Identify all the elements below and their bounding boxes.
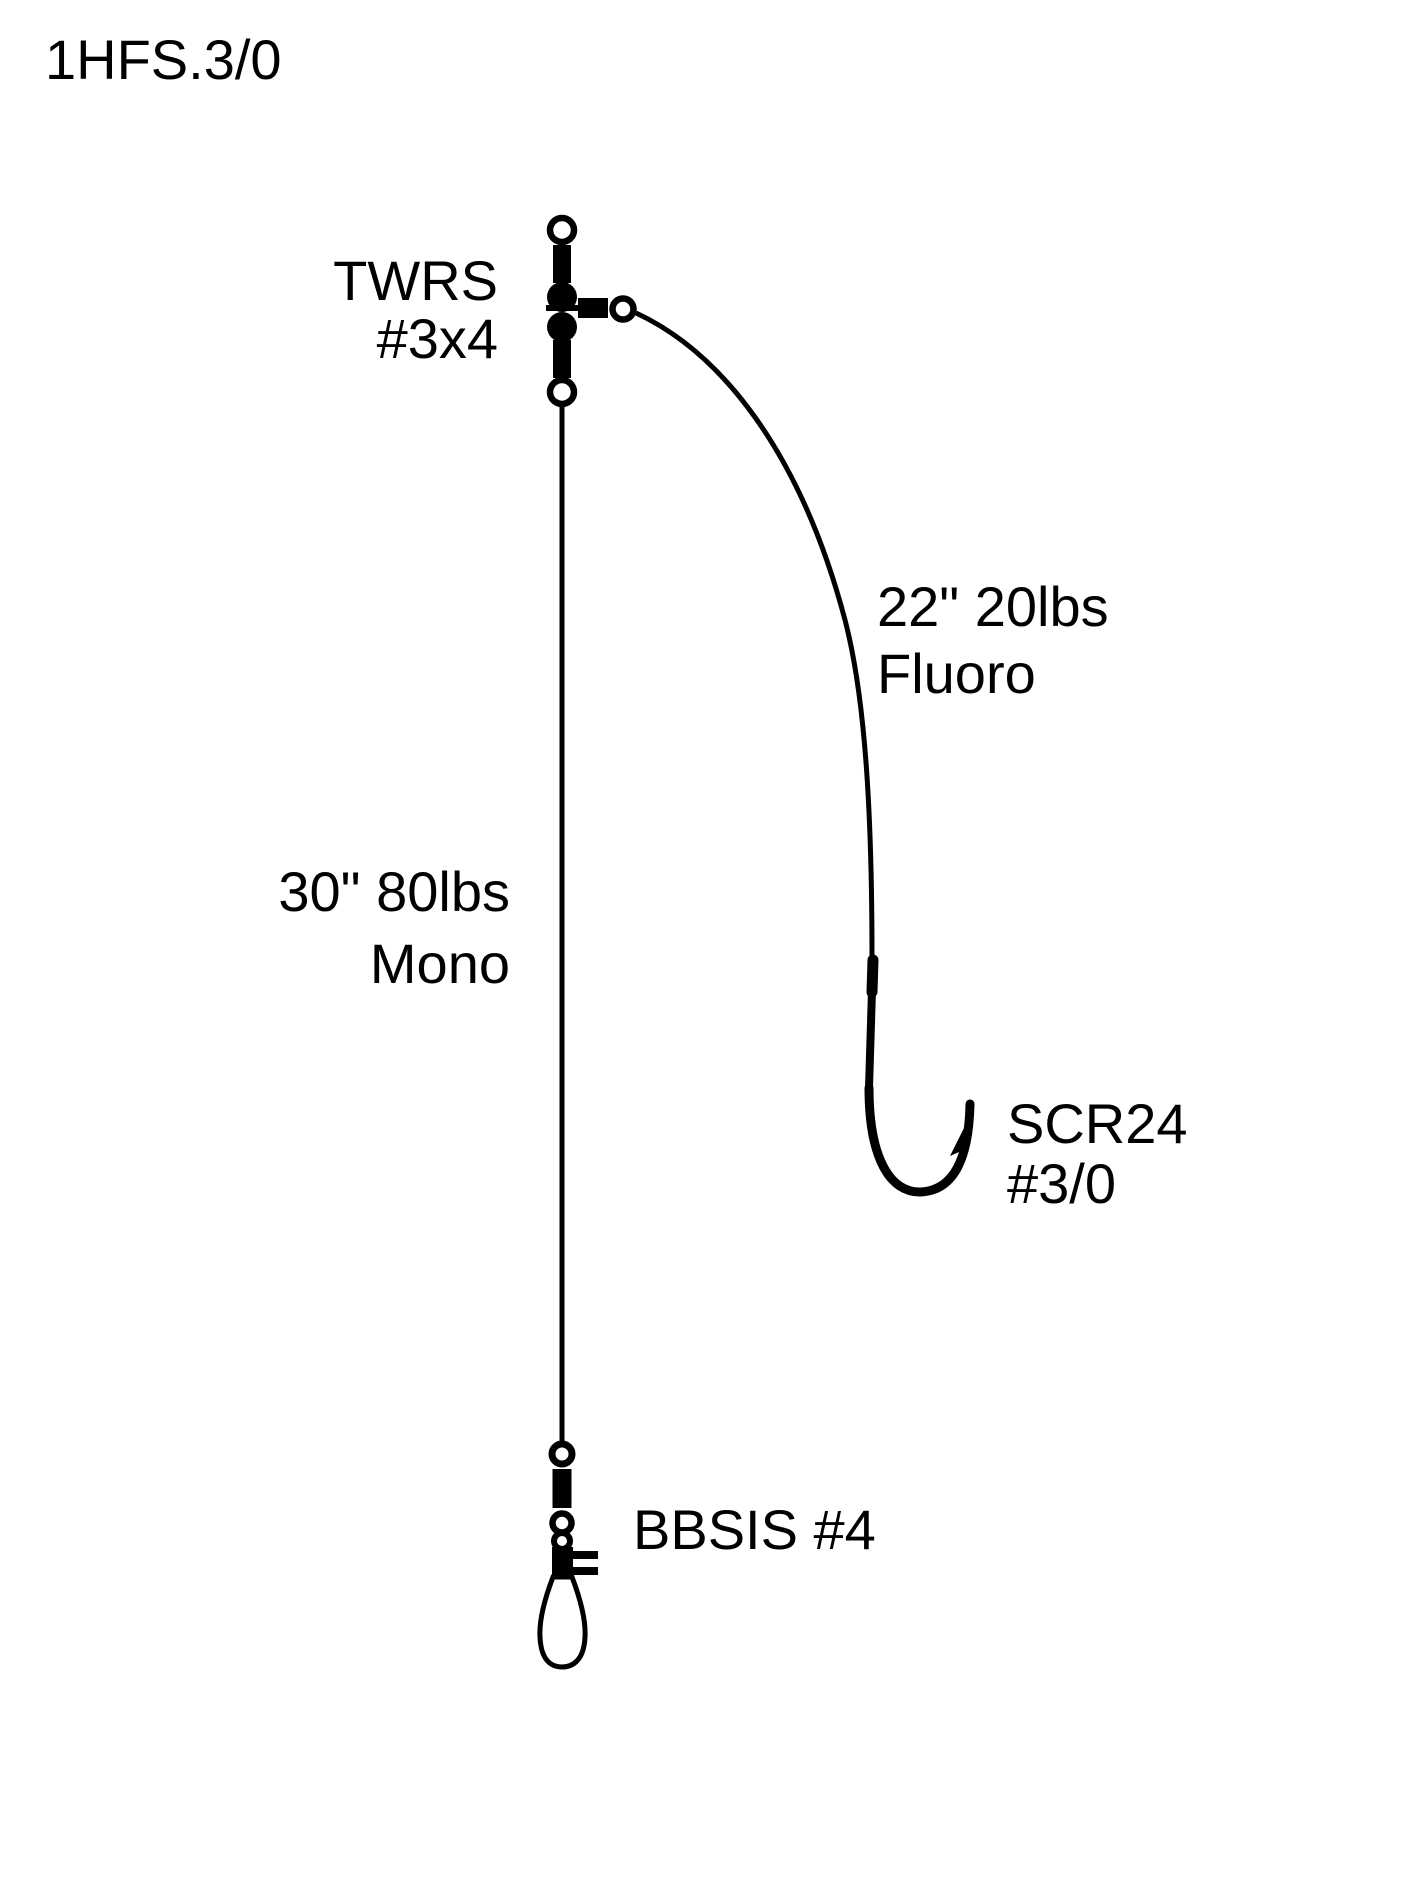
snap-clasp-upper-prong-icon <box>573 1551 598 1559</box>
swivel-arm-barrel-icon <box>578 298 608 318</box>
hook-icon <box>864 954 975 1197</box>
fluoro-leader-line <box>634 310 875 959</box>
hook-shank-icon <box>865 989 876 1089</box>
hook-label-line2: #3/0 <box>1007 1152 1116 1215</box>
swivel-upper-ball-icon <box>547 282 577 312</box>
swivel-arm-wire-icon <box>546 305 580 311</box>
snap-body-icon <box>552 1547 573 1576</box>
snap-swivel-icon <box>537 1440 598 1670</box>
dropper-label-line1: 30" 80lbs <box>278 860 510 923</box>
snap-swivel-label: BBSIS #4 <box>633 1498 876 1561</box>
snap-link-ring-lower-icon <box>551 1530 573 1552</box>
swivel-bottom-ring-icon <box>546 376 578 408</box>
snap-barrel-icon <box>552 1469 572 1508</box>
hook-barb-icon <box>950 1124 968 1156</box>
swivel-arm-ring-icon <box>609 295 637 323</box>
three-way-swivel-label-line2: #3x4 <box>377 307 498 370</box>
leader-label-line1: 22" 20lbs <box>877 575 1109 638</box>
hook-label-line1: SCR24 <box>1007 1092 1188 1155</box>
three-way-swivel-label-line1: TWRS <box>333 249 498 312</box>
hook-bend-icon <box>864 1083 975 1197</box>
swivel-lower-ball-icon <box>547 312 577 342</box>
snap-loop-icon <box>537 1574 588 1670</box>
swivel-lower-barrel-icon <box>553 340 571 378</box>
rig-title: 1HFS.3/0 <box>45 28 282 91</box>
leader-label-line2: Fluoro <box>877 642 1036 705</box>
snap-top-ring-icon <box>548 1440 576 1468</box>
snap-clasp-lower-prong-icon <box>573 1567 598 1575</box>
dropper-label-line2: Mono <box>370 932 510 995</box>
hook-snell-knot-icon <box>866 954 879 998</box>
swivel-top-ring-icon <box>546 214 578 246</box>
three-way-swivel-icon <box>546 214 637 408</box>
snap-link-ring-upper-icon <box>549 1510 575 1536</box>
swivel-upper-barrel-icon <box>553 245 571 283</box>
